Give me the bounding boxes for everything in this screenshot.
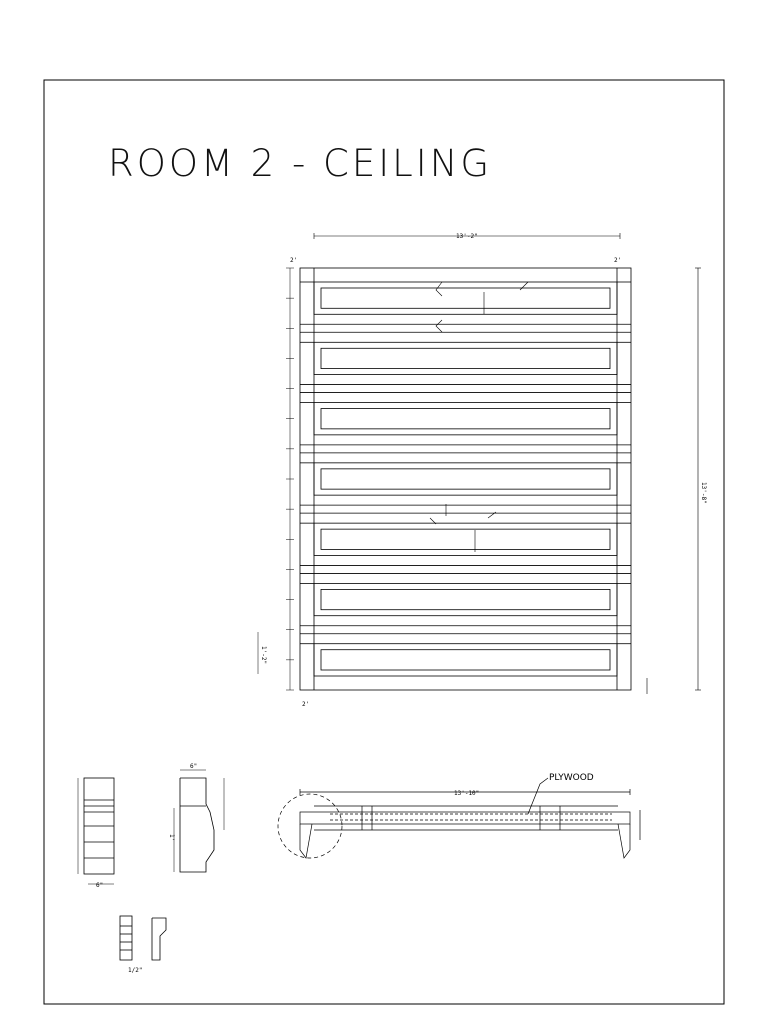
ceiling-panel	[300, 281, 631, 315]
ceiling-panel	[300, 444, 631, 496]
profile-a-width: 6"	[96, 882, 103, 889]
panel-inner	[320, 589, 611, 611]
right-dimension-text: 13'-8"	[700, 482, 707, 504]
panel-outer	[313, 583, 618, 617]
ceiling-panel	[300, 384, 631, 436]
corner-dim-bottom-left: 2'	[302, 701, 309, 708]
panel-outer	[313, 281, 618, 315]
panel-inner	[320, 408, 611, 430]
panel-inner	[320, 347, 611, 369]
section-dimension-text: 13'-10"	[454, 790, 479, 797]
top-dimension-text: 13'-2"	[456, 233, 478, 240]
panel-outer	[313, 402, 618, 436]
top-dimension	[313, 233, 621, 239]
panel-outer	[313, 522, 618, 556]
profile-b-width: 6"	[190, 763, 197, 770]
ceiling-panel	[300, 504, 631, 556]
corner-dim-top-right: 2'	[614, 257, 621, 264]
panel-outer	[313, 462, 618, 496]
plan-panels	[300, 281, 631, 677]
plan-outline	[299, 267, 632, 691]
profile-c-dim: 1/2"	[128, 967, 142, 974]
molding-profile-c	[119, 915, 167, 961]
profile-b-height: 1'	[168, 834, 175, 841]
ceiling-panel	[300, 565, 631, 617]
ceiling-panel	[300, 625, 631, 677]
panel-inner	[320, 528, 611, 550]
ceiling-plan	[299, 267, 632, 691]
panel-inner	[320, 649, 611, 671]
panel-inner	[320, 287, 611, 309]
section-label-plywood: PLYWOOD	[549, 773, 594, 783]
drawing-title: ROOM 2 - CEILING	[108, 142, 493, 185]
panel-outer	[313, 341, 618, 375]
plan-leaders	[429, 281, 648, 694]
right-dimension	[695, 267, 701, 691]
panel-outer	[313, 643, 618, 677]
molding-profile-b	[173, 769, 225, 873]
molding-profile-a	[77, 777, 115, 885]
left-dimension-string	[286, 267, 294, 691]
ceiling-panel	[300, 323, 631, 375]
ceiling-section	[277, 777, 641, 859]
panel-inner	[320, 468, 611, 490]
corner-dim-top-left: 2'	[290, 257, 297, 264]
sheet-border	[43, 79, 725, 1005]
left-side-dimension-text: 1'-2"	[260, 646, 267, 664]
